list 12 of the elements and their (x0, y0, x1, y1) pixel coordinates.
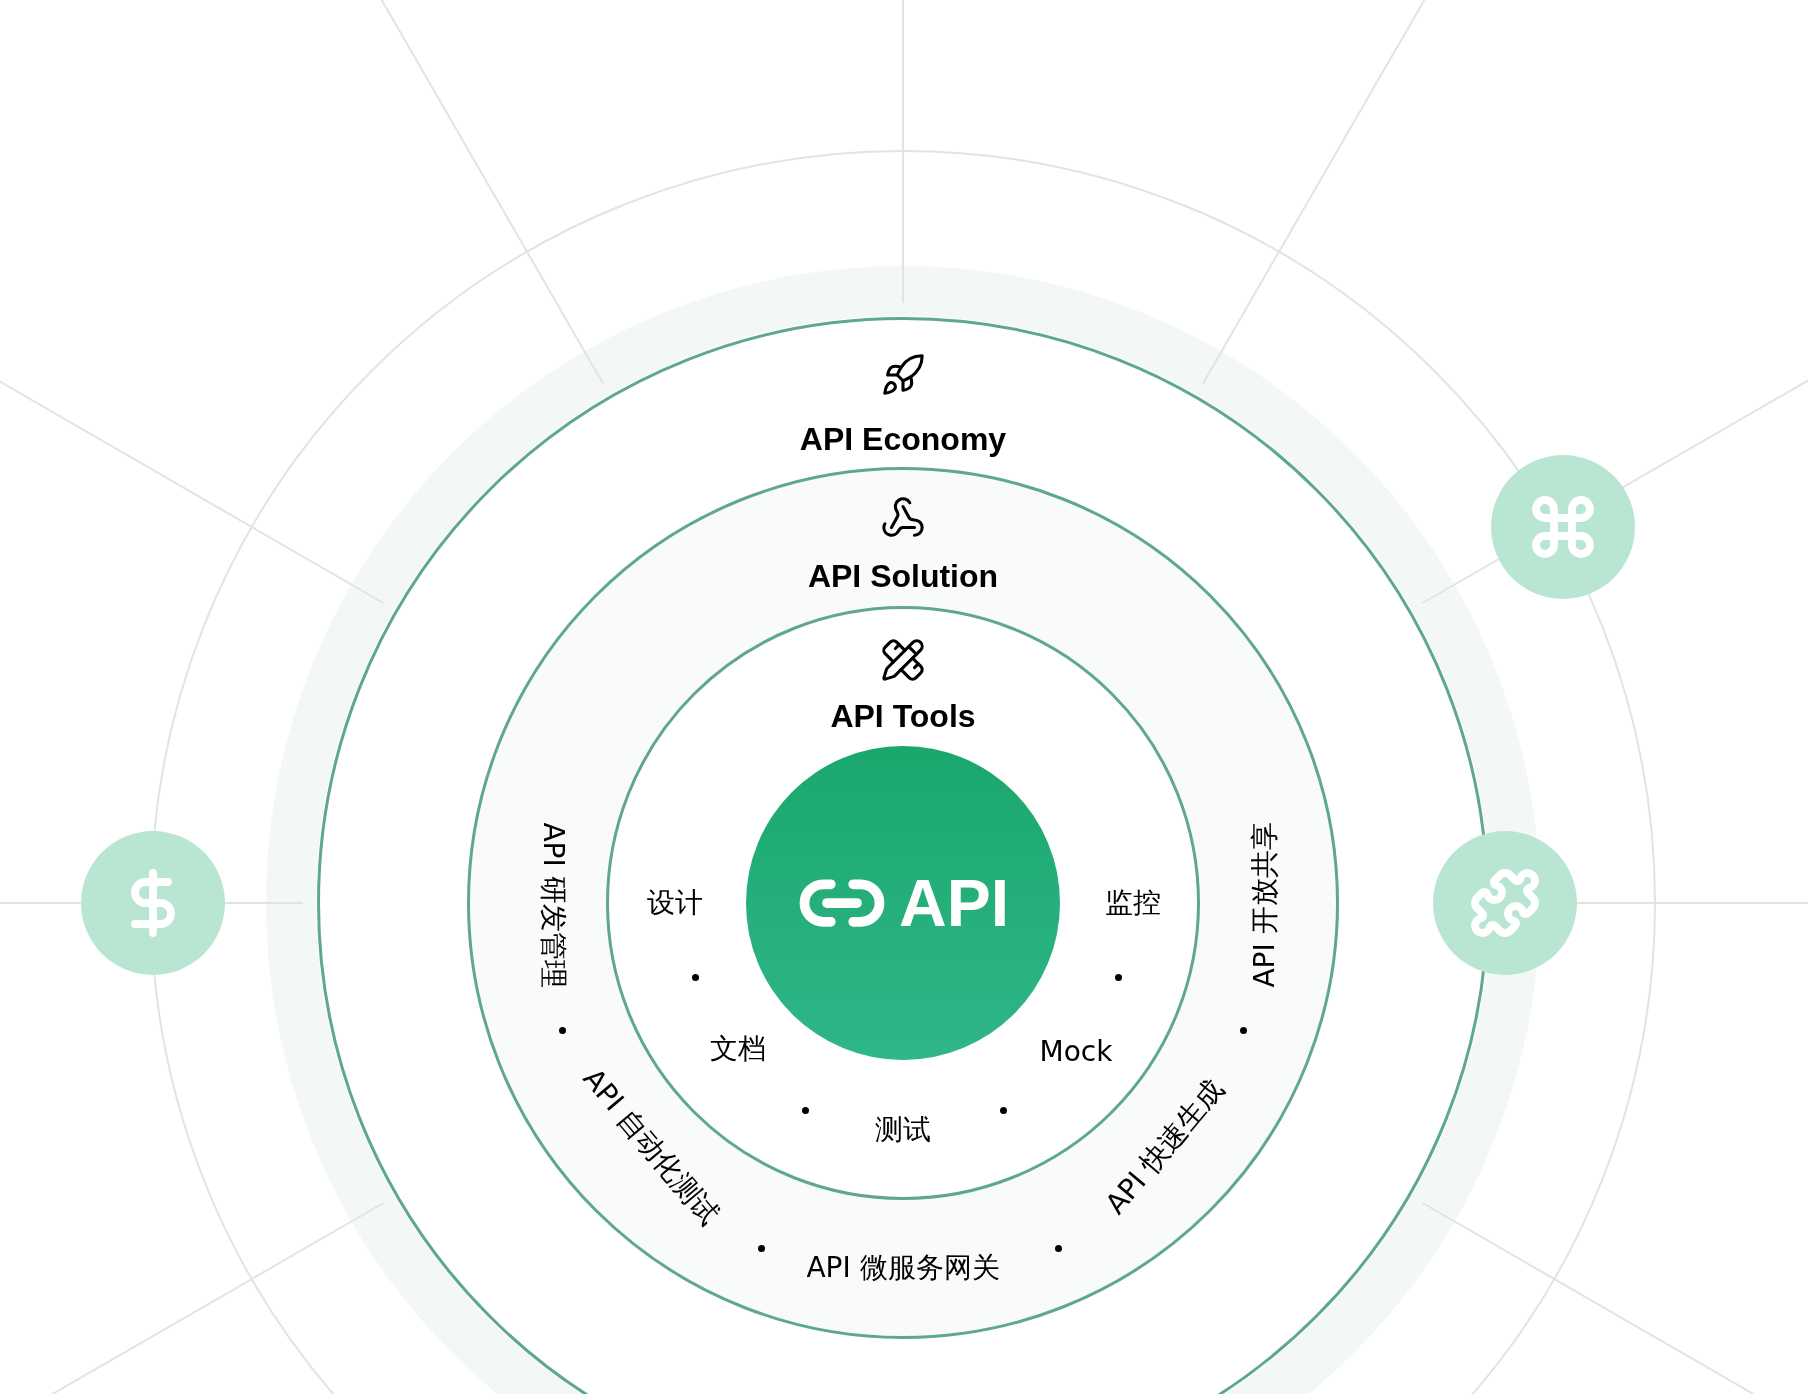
ring-item-label: API 微服务网关 (806, 1250, 1000, 1286)
ring-item-label: 设计 (647, 885, 703, 921)
ring-heading: API Solution (807, 557, 999, 596)
ring-item-label: API 研发管理 (536, 822, 571, 988)
ring-item-label: API 开放共享 (1247, 822, 1282, 988)
ring-item-label: 监控 (1105, 885, 1161, 921)
ring-heading: API Economy (799, 420, 1007, 459)
ring-item-label: Mock (1039, 1034, 1113, 1070)
ring-item-label: 测试 (875, 1112, 931, 1148)
ring-heading: API Tools (830, 697, 976, 736)
core-label: API (899, 870, 1009, 936)
ring-item-label: API 快速生成 (1098, 1072, 1232, 1222)
